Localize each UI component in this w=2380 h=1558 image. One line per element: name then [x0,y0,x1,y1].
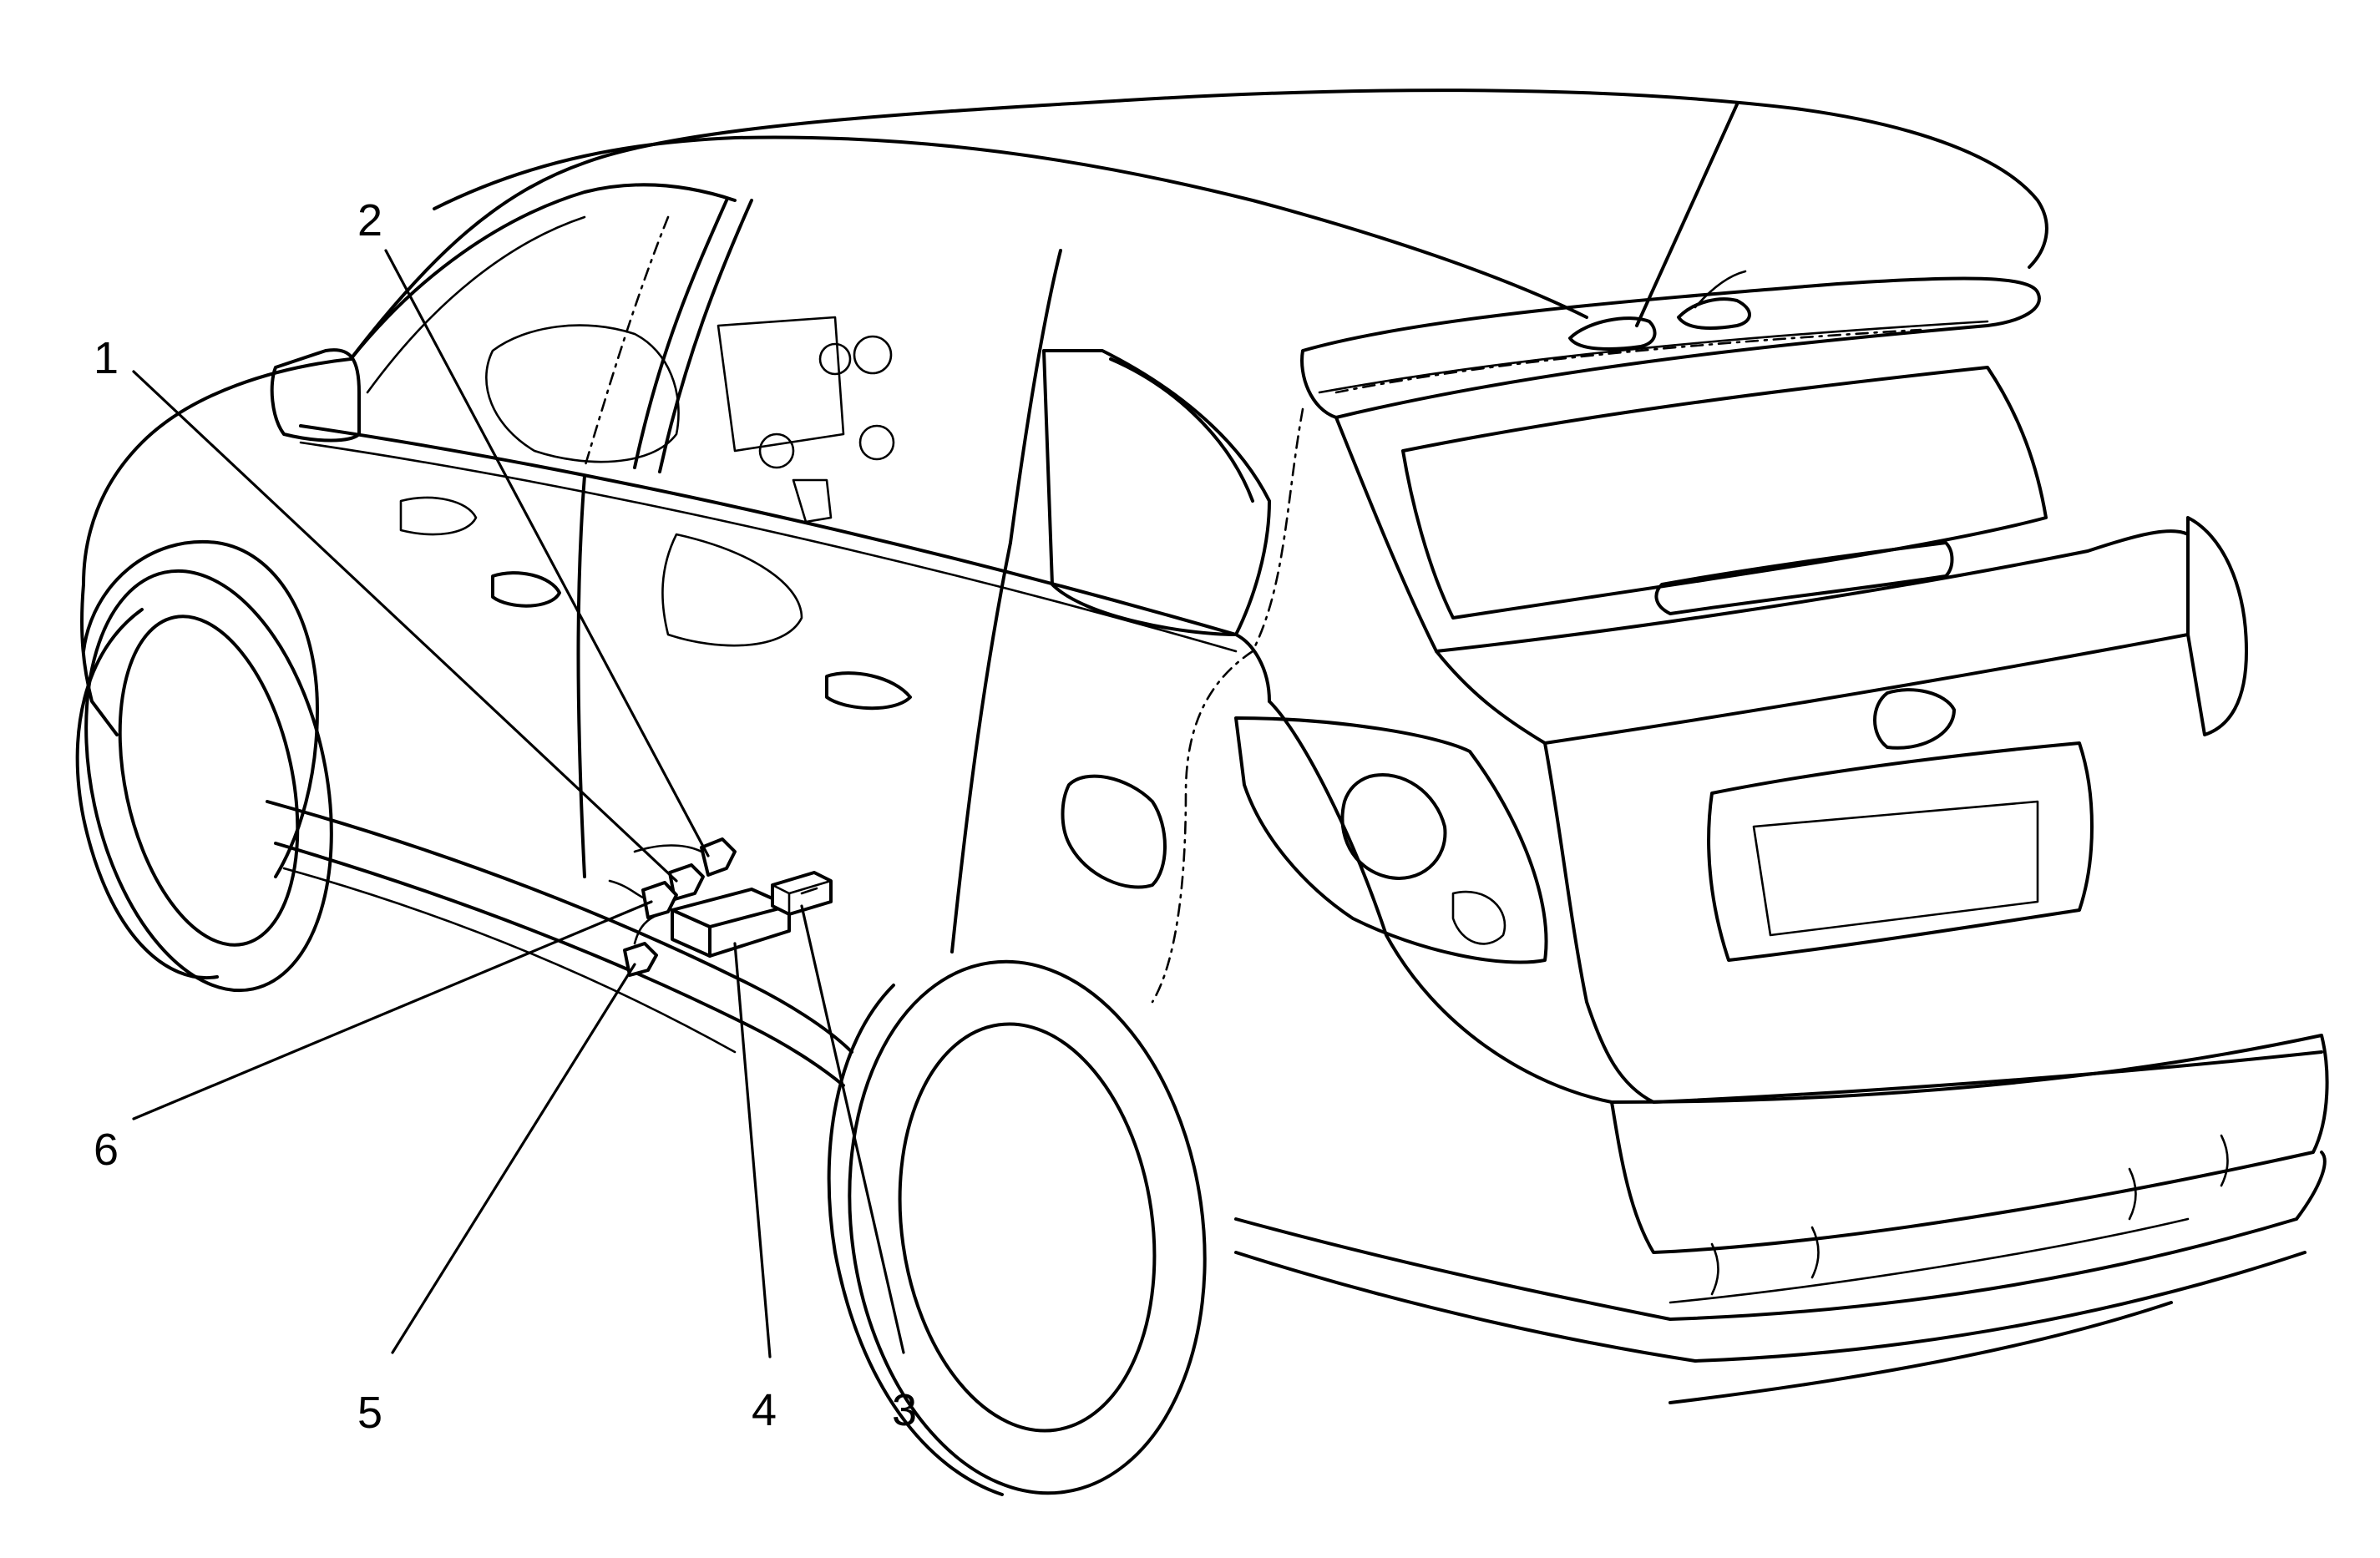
leader-line-1 [132,370,678,883]
leader-line-2 [384,249,710,857]
leader-line-5 [391,963,636,1354]
component-5-connector [623,913,661,977]
callout-2: 2 [357,195,382,245]
rear-wheel [827,959,1207,1496]
callout-1: 1 [94,333,119,383]
callout-5: 5 [357,1388,382,1438]
front-wheel [75,569,333,993]
leader-line-4 [733,942,772,1358]
leader-lines [132,249,905,1358]
callout-3: 3 [892,1385,917,1435]
component-4-module [671,888,791,958]
leader-line-3 [800,904,905,1354]
component-3-module [771,871,833,916]
leader-line-6 [132,900,653,1120]
vehicle-body-outline [80,89,2329,1404]
roof-antenna [1568,103,1751,351]
callout-labels: 1 2 3 4 5 6 [94,195,917,1438]
callout-6: 6 [94,1125,119,1175]
callout-4: 4 [752,1385,777,1435]
component-6-connector [608,879,678,919]
